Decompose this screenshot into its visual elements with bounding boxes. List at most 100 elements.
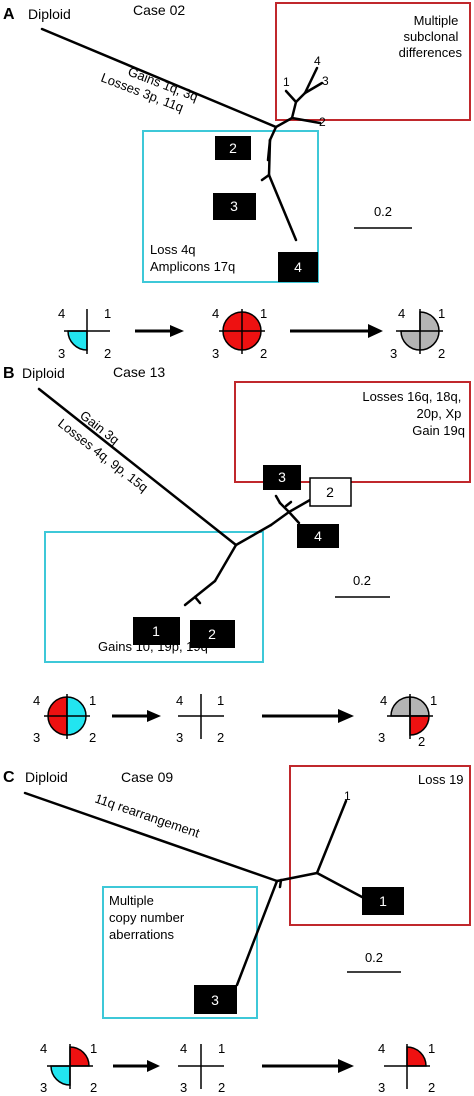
svg-text:1: 1 <box>218 1041 225 1056</box>
svg-text:4: 4 <box>58 306 65 321</box>
panel-c-letter: C <box>3 769 15 786</box>
svg-text:4: 4 <box>33 693 40 708</box>
svg-text:1: 1 <box>90 1041 97 1056</box>
panel-b-quadrant-2: 4 1 3 2 <box>176 693 224 745</box>
panel-b-sample-box-2 <box>190 620 235 648</box>
svg-text:1: 1 <box>260 306 267 321</box>
panel-a-root-label: Diploid <box>28 6 71 22</box>
panel-a-node-label-3: 3 <box>322 74 329 88</box>
svg-text:4: 4 <box>40 1041 47 1056</box>
panel-b-clonal-text: Gains 10, 19p, 19q <box>98 639 208 654</box>
panel-a-case-label: Case 02 <box>133 2 185 18</box>
panel-a-node-label-4: 4 <box>314 54 321 68</box>
panel-b: B Diploid Case 13 Losses 16q, 18q, 20p, … <box>3 364 471 749</box>
panel-c-clonal-text: Multiple copy number aberrations <box>109 893 188 942</box>
svg-text:1: 1 <box>438 306 445 321</box>
panel-c-scale-label: 0.2 <box>365 950 383 965</box>
panel-b-subclonal-text: Losses 16q, 18q, 20p, Xp Gain 19q <box>362 389 465 438</box>
panel-b-case-label: Case 13 <box>113 364 165 380</box>
panel-c-case-label: Case 09 <box>121 769 173 785</box>
panel-a-clonal-text: Loss 4q Amplicons 17q <box>150 242 235 274</box>
panel-a-sample-label-3: 3 <box>230 198 238 214</box>
panel-c-arrow-2 <box>262 1059 354 1073</box>
panel-b-arrow-2 <box>262 709 354 723</box>
panel-c-quadrant-2: 4 1 3 2 <box>178 1041 225 1095</box>
panel-a-quadrant-2: 4 1 3 2 <box>212 306 267 361</box>
panel-c-trunk-label: 11q rearrangement <box>93 791 202 841</box>
panel-c-subclonal-box <box>289 765 471 926</box>
panel-b-sample-box-1 <box>133 617 180 645</box>
panel-b-sample-box-2-outline <box>309 477 352 507</box>
panel-a-sample-box-2 <box>215 136 251 160</box>
svg-text:3: 3 <box>390 346 397 361</box>
svg-text:2: 2 <box>428 1080 435 1095</box>
svg-text:1: 1 <box>430 693 437 708</box>
svg-text:4: 4 <box>180 1041 187 1056</box>
panel-b-arrow-1 <box>112 710 161 722</box>
svg-text:3: 3 <box>212 346 219 361</box>
panel-b-sample-label-1: 1 <box>152 623 160 639</box>
svg-text:2: 2 <box>260 346 267 361</box>
panel-a-node-label-1: 1 <box>283 75 290 89</box>
svg-text:1: 1 <box>104 306 111 321</box>
panel-b-subclonal-box <box>234 381 471 483</box>
svg-text:2: 2 <box>438 346 445 361</box>
panel-c-clonal-box <box>102 886 258 1019</box>
panel-a-clonal-box <box>142 130 319 283</box>
panel-c-node-label-1: 1 <box>344 789 351 803</box>
svg-text:1: 1 <box>89 693 96 708</box>
panel-c-sample-box-1 <box>362 887 404 915</box>
panel-b-quadrant-1: 4 1 3 2 <box>33 693 96 745</box>
panel-a-sample-label-2: 2 <box>229 140 237 156</box>
panel-a-arrow-1 <box>135 325 184 337</box>
svg-text:3: 3 <box>378 1080 385 1095</box>
svg-text:2: 2 <box>90 1080 97 1095</box>
panel-b-sample-label-2: 2 <box>208 626 216 642</box>
svg-text:4: 4 <box>176 693 183 708</box>
svg-text:4: 4 <box>378 1041 385 1056</box>
svg-text:4: 4 <box>212 306 219 321</box>
svg-text:3: 3 <box>33 730 40 745</box>
panel-c-quadrant-3: 4 1 3 2 <box>378 1041 435 1095</box>
panel-a-sample-label-4: 4 <box>294 259 302 275</box>
panel-b-sample-label-4: 4 <box>314 528 322 544</box>
panel-c-sample-box-3 <box>194 985 237 1014</box>
panel-a-node-label-2: 2 <box>319 115 326 129</box>
panel-b-scale-label: 0.2 <box>353 573 371 588</box>
panel-a-arrow-2 <box>290 324 383 338</box>
svg-text:4: 4 <box>398 306 405 321</box>
svg-text:3: 3 <box>378 730 385 745</box>
panel-a-sample-box-4 <box>278 252 318 282</box>
panel-b-letter: B <box>3 365 15 382</box>
panel-a-subclonal-box <box>275 2 471 121</box>
panel-a-tree <box>40 27 324 242</box>
panel-b-sample-label-2-outline: 2 <box>326 484 334 500</box>
svg-text:3: 3 <box>40 1080 47 1095</box>
panel-c-arrow-1 <box>113 1060 160 1072</box>
svg-text:1: 1 <box>217 693 224 708</box>
panel-b-sample-label-3: 3 <box>278 469 286 485</box>
svg-text:3: 3 <box>180 1080 187 1095</box>
svg-text:3: 3 <box>176 730 183 745</box>
panel-c-sample-label-1: 1 <box>379 893 387 909</box>
svg-text:2: 2 <box>218 1080 225 1095</box>
panel-a-letter: A <box>3 6 15 23</box>
svg-text:1: 1 <box>428 1041 435 1056</box>
panel-c: C Diploid Case 09 Loss 19 Multiple copy … <box>3 765 471 1095</box>
panel-a-scale-label: 0.2 <box>374 204 392 219</box>
svg-text:2: 2 <box>104 346 111 361</box>
panel-c-quadrant-1: 4 1 3 2 <box>40 1041 97 1095</box>
panel-b-sample-box-4 <box>297 524 339 548</box>
panel-b-root-label: Diploid <box>22 365 65 381</box>
panel-c-sample-label-3: 3 <box>211 992 219 1008</box>
svg-text:2: 2 <box>418 734 425 749</box>
svg-text:2: 2 <box>89 730 96 745</box>
panel-c-root-label: Diploid <box>25 769 68 785</box>
panel-b-sample-box-3 <box>263 465 301 490</box>
svg-text:2: 2 <box>217 730 224 745</box>
panel-b-tree <box>37 387 312 607</box>
panel-b-clonal-box <box>44 531 264 663</box>
panel-a-quadrant-1: 4 1 3 2 <box>58 306 111 361</box>
panel-b-quadrant-3: 4 1 3 2 <box>378 693 437 749</box>
